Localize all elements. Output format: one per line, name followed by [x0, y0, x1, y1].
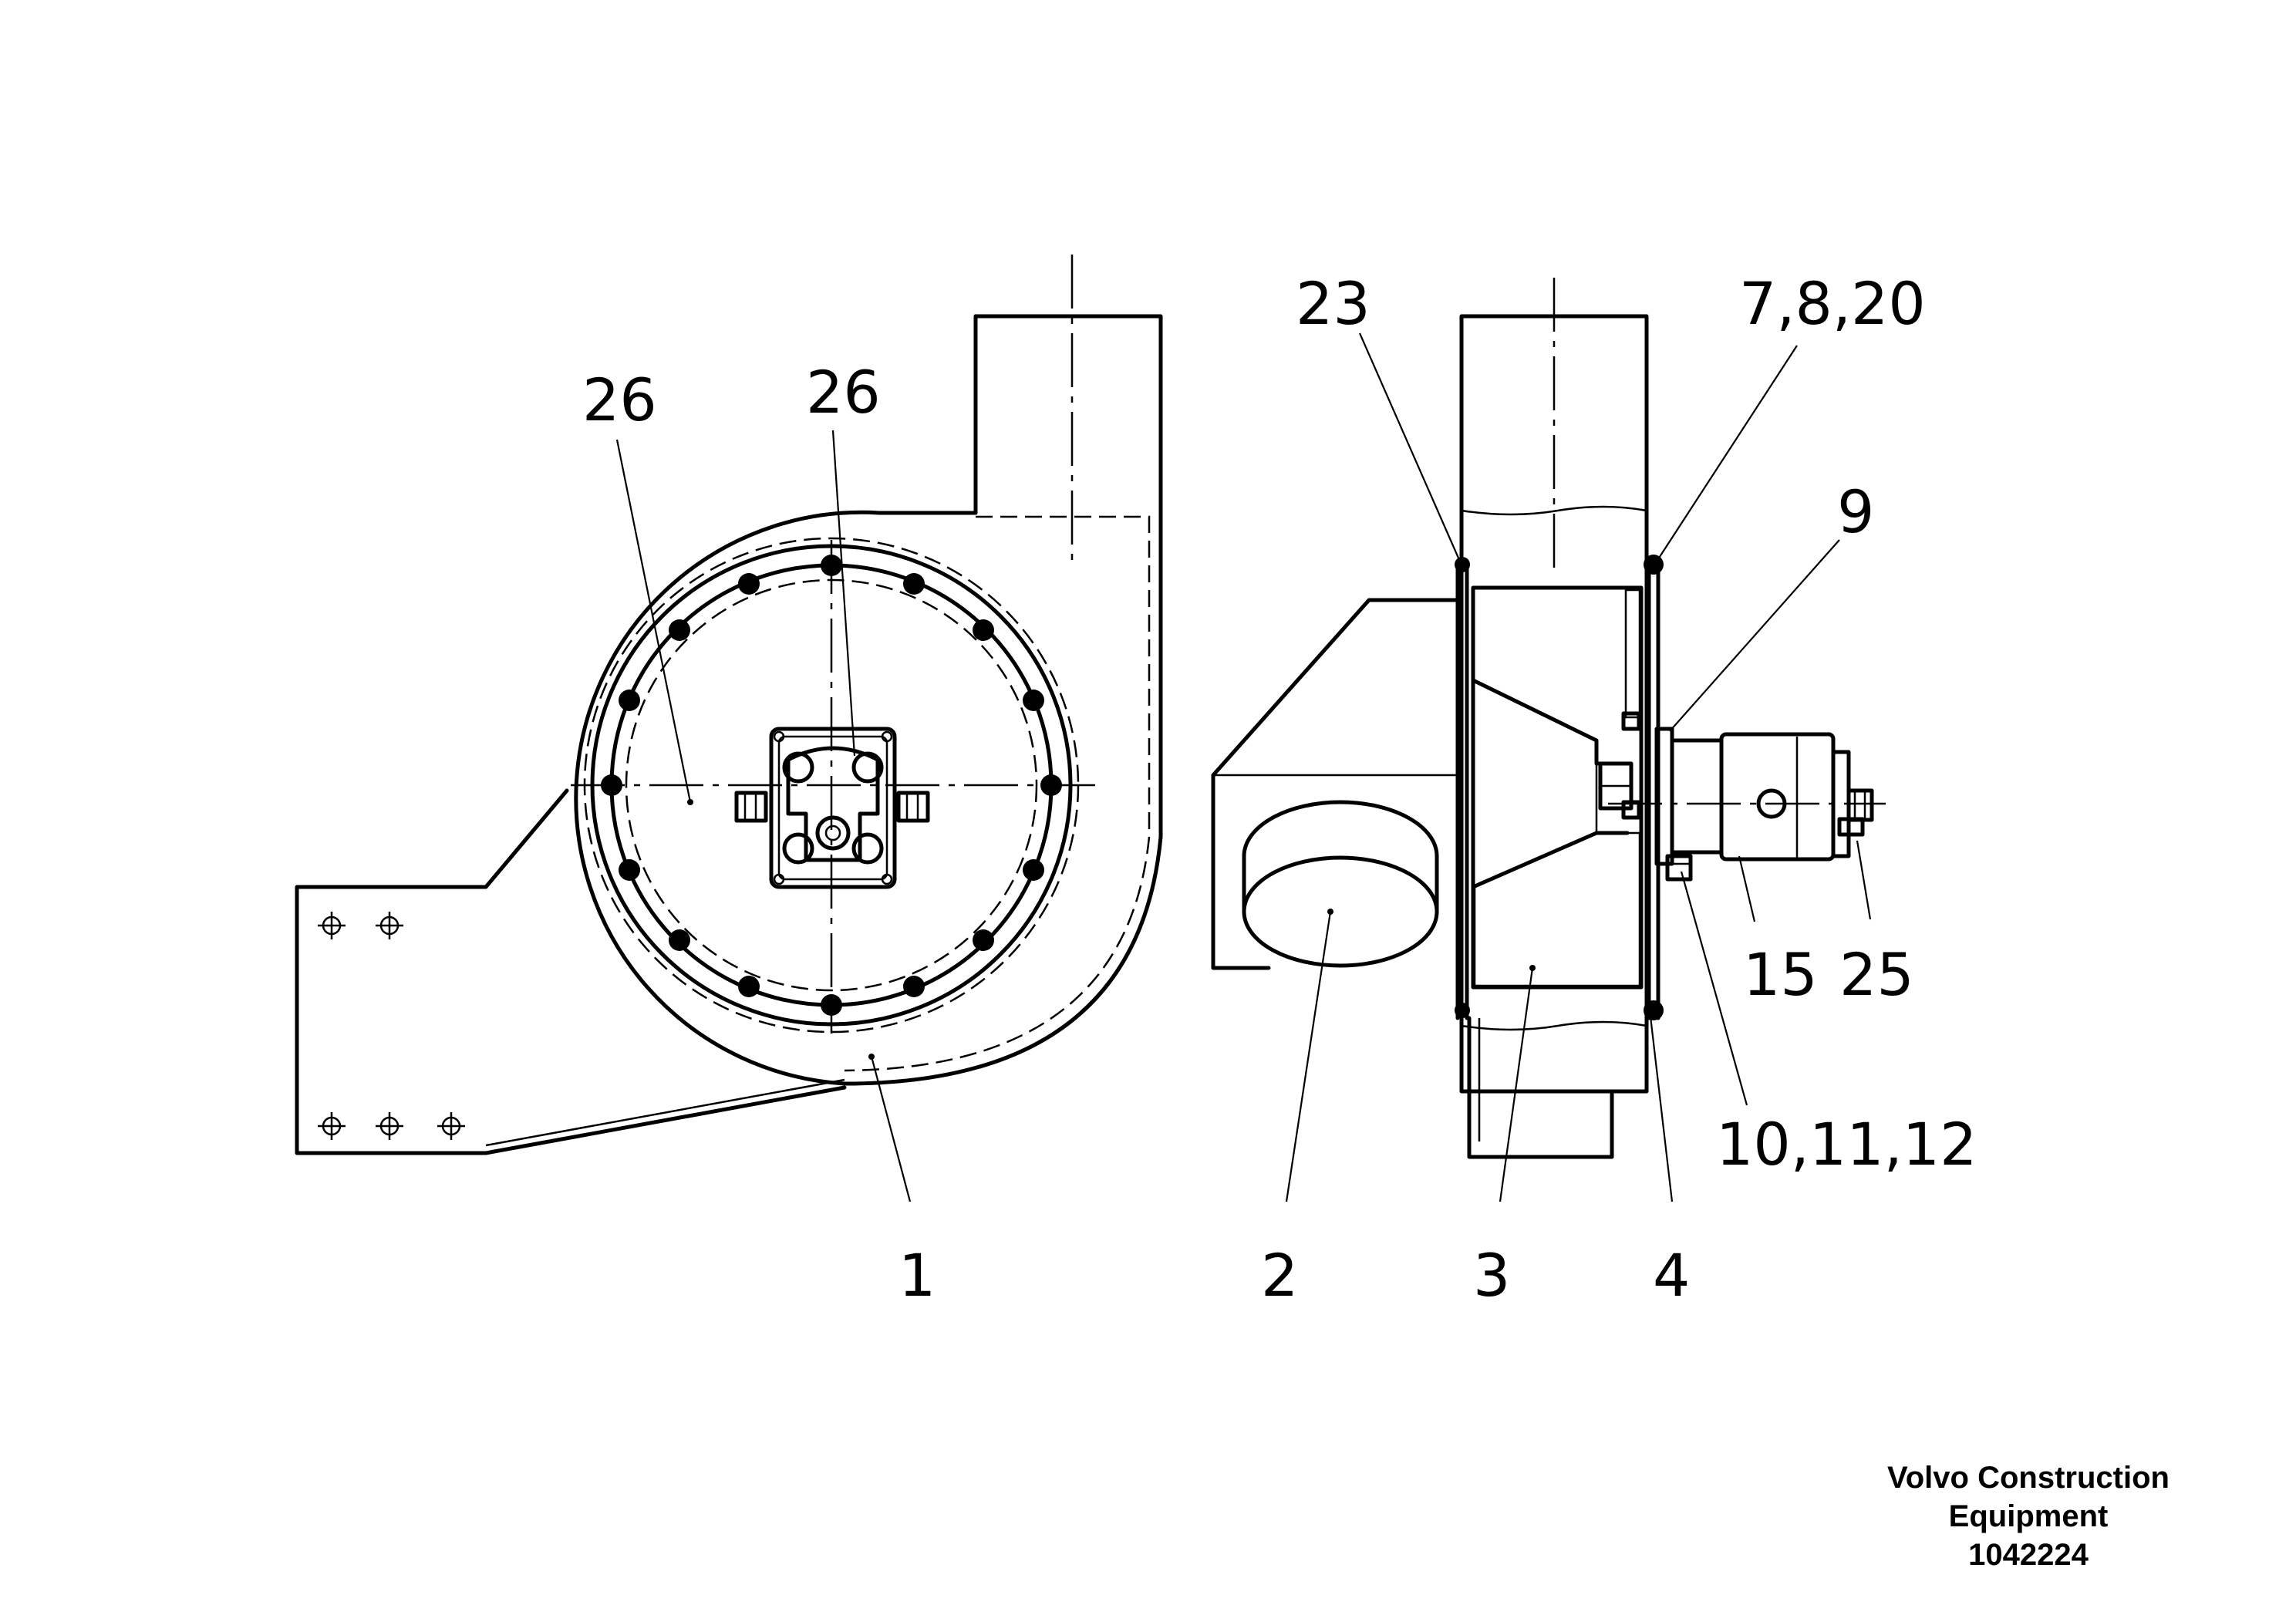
- leader-lines: [615, 332, 1872, 1202]
- company-name-line1: Volvo Construction: [1887, 1461, 2170, 1495]
- hydraulic-motor: [1608, 727, 1886, 882]
- label-25: 25: [1839, 940, 1914, 1009]
- inlet-housing: [1211, 598, 1464, 970]
- scroll-housing: [574, 314, 1163, 1086]
- label-10-11-12: 10,11,12: [1716, 1110, 1977, 1179]
- label-1: 1: [899, 1241, 936, 1310]
- inlet-ring: [1242, 800, 1439, 968]
- label-23: 23: [1296, 269, 1371, 338]
- label-2: 2: [1261, 1241, 1298, 1310]
- label-15: 15: [1743, 940, 1818, 1009]
- company-name-line2: Equipment: [1949, 1499, 2109, 1533]
- label-4: 4: [1653, 1241, 1690, 1310]
- bracket-holes: [318, 912, 465, 1140]
- motor-flange: [734, 727, 930, 889]
- label-3: 3: [1473, 1241, 1510, 1310]
- fan-wheel: [1471, 585, 1644, 990]
- side-view: [1211, 278, 1886, 1159]
- mounting-bracket: [295, 788, 847, 1155]
- label-7-8-20: 7,8,20: [1739, 269, 1926, 338]
- drawing-number: 1042224: [1968, 1538, 2089, 1572]
- label-26-left: 26: [582, 366, 657, 434]
- title-block: Volvo Construction Equipment 1042224: [1887, 1461, 2170, 1572]
- outlet-duct: [1459, 314, 1649, 1094]
- part-labels: 26 26 23 7,8,20 9 15 25 10,11,12 1 2 3 4: [582, 269, 1977, 1310]
- label-9: 9: [1837, 477, 1874, 546]
- label-26-center: 26: [806, 358, 881, 427]
- front-view: [295, 255, 1163, 1155]
